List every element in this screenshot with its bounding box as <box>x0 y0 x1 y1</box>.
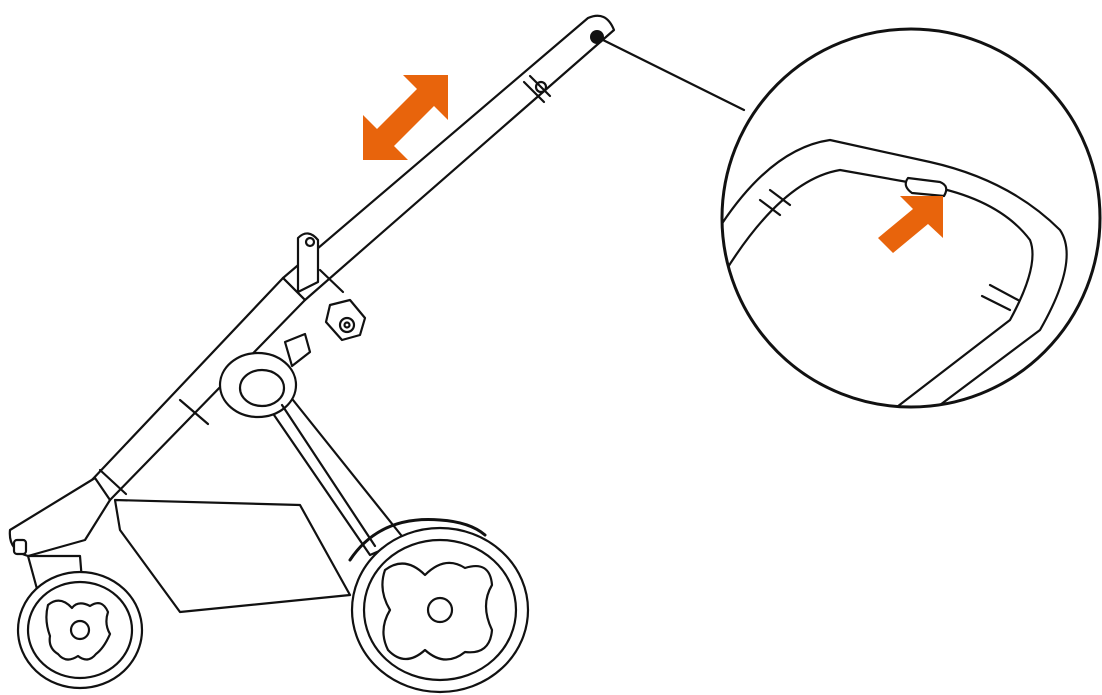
handlebar-tube <box>88 14 616 502</box>
callout-leader-line <box>595 35 746 112</box>
release-button <box>904 176 948 198</box>
rear-wheel <box>348 518 530 694</box>
adjust-handle-double-arrow <box>363 75 448 160</box>
seat-attachment-post <box>296 232 320 294</box>
callout-zoom-circle <box>720 27 1102 409</box>
rear-leg <box>218 351 407 557</box>
basket <box>113 498 352 614</box>
front-wheel <box>16 570 144 690</box>
zoom-handlebar <box>722 138 1068 407</box>
recline-bracket <box>283 298 367 368</box>
press-button-arrow <box>878 196 943 253</box>
